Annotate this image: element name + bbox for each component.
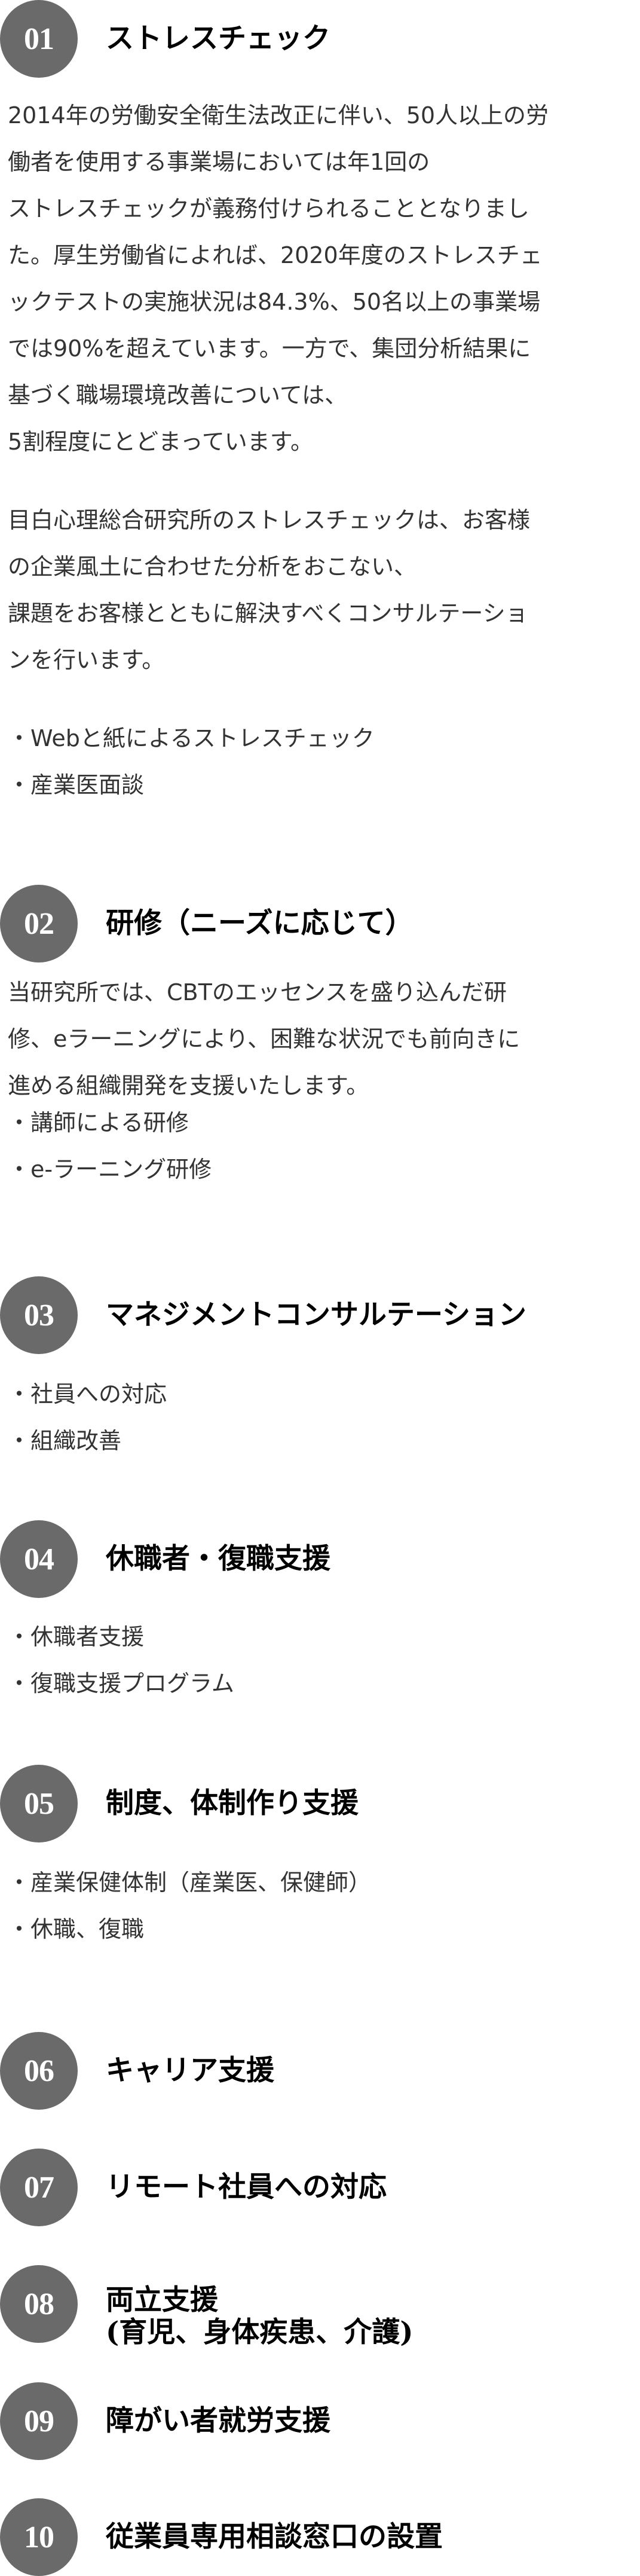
number-badge: 06 — [0, 2032, 78, 2110]
number-badge: 03 — [0, 1276, 78, 1354]
list-item: ・休職者支援 — [8, 1624, 145, 1650]
section-title: マネジメントコンサルテーション — [106, 1298, 527, 1331]
section-08-work-life-balance-support: 08 両立支援 (育児、身体疾患、介護) — [0, 2265, 640, 2349]
list-item: ・休職、復職 — [8, 1916, 145, 1942]
section-07-remote-employee-support: 07 リモート社員への対応 — [0, 2149, 640, 2226]
section-title: 制度、体制作り支援 — [106, 1787, 359, 1820]
section-header: 10 従業員専用相談窓口の設置 — [0, 2498, 640, 2576]
number-badge: 09 — [0, 2382, 78, 2460]
section-header: 01 ストレスチェック — [0, 0, 640, 78]
number-badge: 10 — [0, 2498, 78, 2576]
section-title: 研修（ニーズに応じて） — [106, 907, 414, 940]
text-line: ストレスチェックが義務付けられることとなりまし — [8, 195, 529, 222]
section-title: 障がい者就労支援 — [106, 2404, 330, 2437]
number-badge: 02 — [0, 885, 78, 962]
section-04-bullet-list: ・休職者支援 ・復職支援プログラム — [8, 1614, 635, 1707]
section-title: 両立支援 (育児、身体疾患、介護) — [106, 2284, 413, 2349]
section-01-stress-check: 01 ストレスチェック — [0, 0, 640, 78]
section-05-system-support: 05 制度、体制作り支援 — [0, 1765, 640, 1842]
text-line: 2014年の労働安全衛生法改正に伴い、50人以上の労 — [8, 102, 549, 129]
text-line: た。厚生労働省によれば、2020年度のストレスチェ — [8, 242, 543, 268]
section-03-bullet-list: ・社員への対応 ・組織改善 — [8, 1371, 635, 1464]
section-04-leave-return-support: 04 休職者・復職支援 — [0, 1520, 640, 1598]
list-item: ・復職支援プログラム — [8, 1670, 234, 1697]
section-title: ストレスチェック — [106, 22, 330, 55]
section-header: 07 リモート社員への対応 — [0, 2149, 640, 2226]
list-item: ・e-ラーニング研修 — [8, 1156, 212, 1182]
section-title: 従業員専用相談窓口の設置 — [106, 2520, 443, 2553]
text-line: ックテストの実施状況は84.3%、50名以上の事業場 — [8, 289, 541, 315]
text-line: 当研究所では、CBTのエッセンスを盛り込んだ研 — [8, 979, 507, 1006]
section-02-paragraph: 当研究所では、CBTのエッセンスを盛り込んだ研 修、eラーニングにより、困難な状… — [8, 969, 635, 1109]
section-header: 06 キャリア支援 — [0, 2032, 640, 2110]
text-line: 課題をお客様とともに解決すべくコンサルテーショ — [8, 600, 528, 627]
section-02-bullet-list: ・講師による研修 ・e-ラーニング研修 — [8, 1099, 635, 1193]
list-item: ・産業医面談 — [8, 772, 145, 798]
list-item: ・組織改善 — [8, 1428, 122, 1454]
section-header: 05 制度、体制作り支援 — [0, 1765, 640, 1842]
section-header: 09 障がい者就労支援 — [0, 2382, 640, 2460]
list-item: ・社員への対応 — [8, 1381, 167, 1407]
section-05-bullet-list: ・産業保健体制（産業医、保健師） ・休職、復職 — [8, 1859, 635, 1952]
text-line: 目白心理総合研究所のストレスチェックは、お客様 — [8, 507, 531, 533]
text-line: 進める組織開発を支援いたします。 — [8, 1072, 369, 1099]
section-06-career-support: 06 キャリア支援 — [0, 2032, 640, 2110]
list-item: ・Webと紙によるストレスチェック — [8, 725, 375, 751]
section-10-employee-consultation-desk: 10 従業員専用相談窓口の設置 — [0, 2498, 640, 2576]
section-01-paragraph-2: 目白心理総合研究所のストレスチェックは、お客様 の企業風土に合わせた分析をおこな… — [8, 497, 635, 683]
text-line: ンを行います。 — [8, 647, 165, 673]
section-09-disability-employment-support: 09 障がい者就労支援 — [0, 2382, 640, 2460]
section-header: 08 両立支援 (育児、身体疾患、介護) — [0, 2265, 640, 2349]
text-line: 基づく職場環境改善については、 — [8, 382, 348, 408]
number-badge: 04 — [0, 1520, 78, 1598]
section-01-paragraph-1: 2014年の労働安全衛生法改正に伴い、50人以上の労 働者を使用する事業場におい… — [8, 92, 635, 465]
list-item: ・産業保健体制（産業医、保健師） — [8, 1869, 372, 1896]
section-title: リモート社員への対応 — [106, 2171, 387, 2204]
text-line: 働者を使用する事業場においては年1回の — [8, 149, 430, 175]
text-line: の企業風土に合わせた分析をおこない、 — [8, 554, 417, 580]
number-badge: 01 — [0, 0, 78, 78]
number-badge: 07 — [0, 2149, 78, 2226]
section-header: 02 研修（ニーズに応じて） — [0, 885, 640, 962]
text-line: 5割程度にとどまっています。 — [8, 429, 313, 455]
section-03-management-consultation: 03 マネジメントコンサルテーション — [0, 1276, 640, 1354]
section-02-training: 02 研修（ニーズに応じて） — [0, 885, 640, 962]
section-01-bullet-list: ・Webと紙によるストレスチェック ・産業医面談 — [8, 715, 635, 808]
list-item: ・講師による研修 — [8, 1110, 189, 1136]
section-title-line: (育児、身体疾患、介護) — [106, 2316, 414, 2349]
number-badge: 05 — [0, 1765, 78, 1842]
section-header: 04 休職者・復職支援 — [0, 1520, 640, 1598]
section-header: 03 マネジメントコンサルテーション — [0, 1276, 640, 1354]
section-title: 休職者・復職支援 — [106, 1542, 330, 1575]
text-line: では90%を超えています。一方で、集団分析結果に — [8, 335, 531, 362]
number-badge: 08 — [0, 2265, 78, 2343]
section-title: キャリア支援 — [106, 2054, 274, 2087]
text-line: 修、eラーニングにより、困難な状況でも前向きに — [8, 1026, 520, 1052]
section-title-line: 両立支援 — [106, 2284, 218, 2317]
